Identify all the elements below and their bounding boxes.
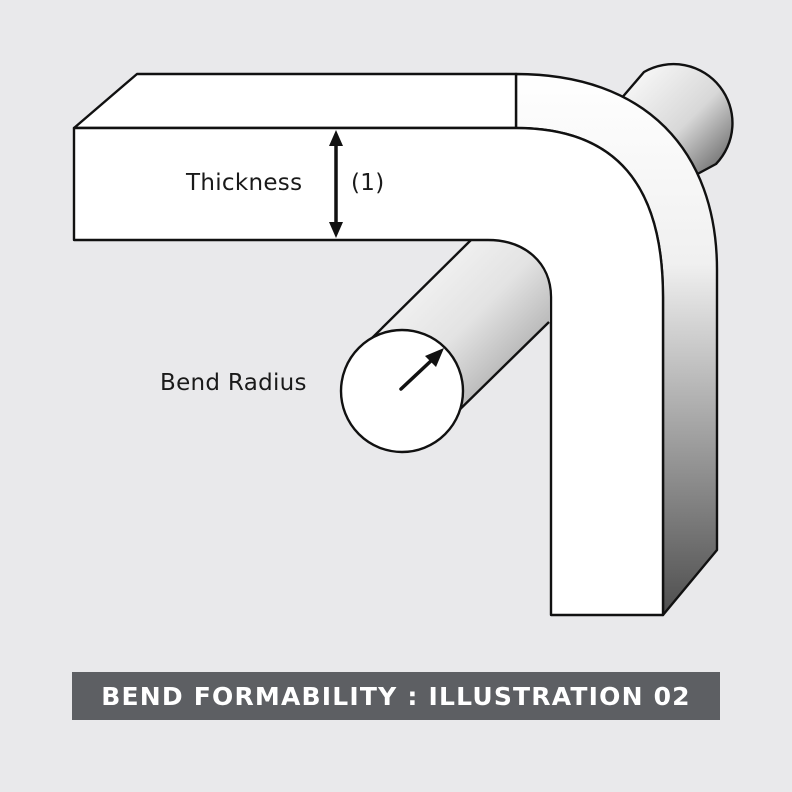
thickness-note: (1) <box>351 170 385 196</box>
banner-title: BEND FORMABILITY : ILLUSTRATION 02 <box>101 681 691 711</box>
rod-front-section <box>339 239 550 454</box>
strip-top-face <box>72 72 518 130</box>
strip-front-face <box>72 126 665 617</box>
illustration-title-banner: BEND FORMABILITY : ILLUSTRATION 02 <box>72 672 720 720</box>
thickness-dimension-arrow <box>329 130 343 238</box>
thickness-label: Thickness <box>186 170 303 196</box>
bend-radius-label: Bend Radius <box>160 370 307 396</box>
bend-radius-arrow <box>399 348 444 391</box>
rod-back-section <box>618 62 734 180</box>
rod-end-cap <box>339 328 465 454</box>
